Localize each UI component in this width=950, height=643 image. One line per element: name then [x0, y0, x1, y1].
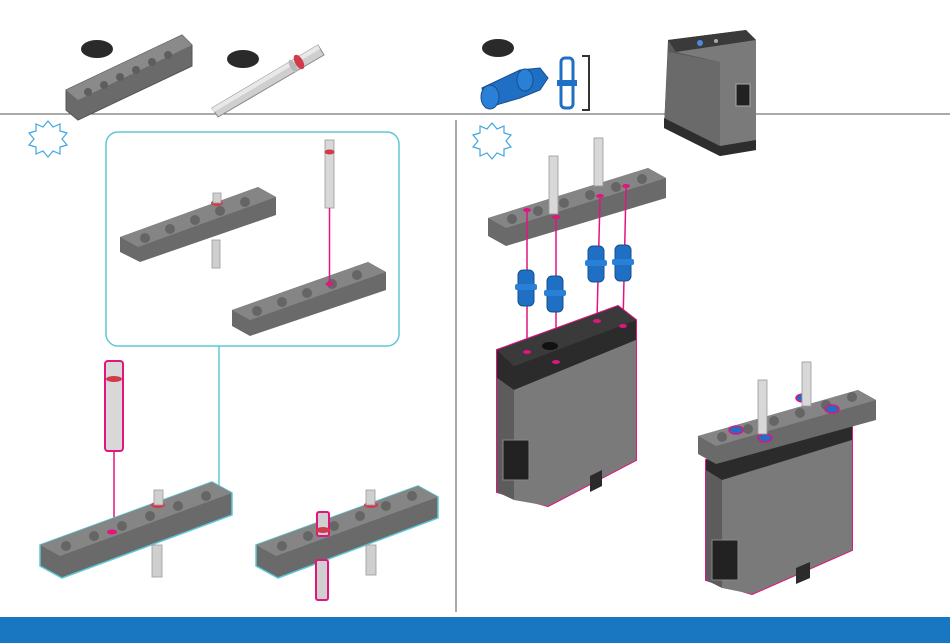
step-2-burst: [473, 123, 511, 159]
quantity-badge-beam: [81, 40, 113, 58]
callout-plate-target: [232, 140, 386, 336]
step-2-motor-exploded: [497, 306, 636, 506]
quantity-badge-shaft: [227, 50, 259, 68]
part-connector-pin: [481, 39, 589, 110]
part-shaft: [212, 45, 324, 117]
quantity-badge-connector: [482, 39, 514, 57]
bracket-icon: [582, 56, 589, 110]
step-1-burst: [29, 121, 67, 157]
step-1-assembly-a: [40, 361, 232, 578]
blue-connector-pins: [515, 245, 634, 312]
callout-plate-with-shaft: [120, 187, 276, 268]
step-burst-icon: [473, 123, 511, 159]
part-beam-plate: [66, 35, 192, 120]
step-2-motor-assembled: [698, 362, 876, 594]
step-1-assembly-b: [256, 486, 438, 600]
step-burst-icon: [29, 121, 67, 157]
step-2-top-plate: [488, 138, 666, 246]
motor-device-icon: [664, 30, 756, 156]
footer-bar: [0, 617, 950, 643]
